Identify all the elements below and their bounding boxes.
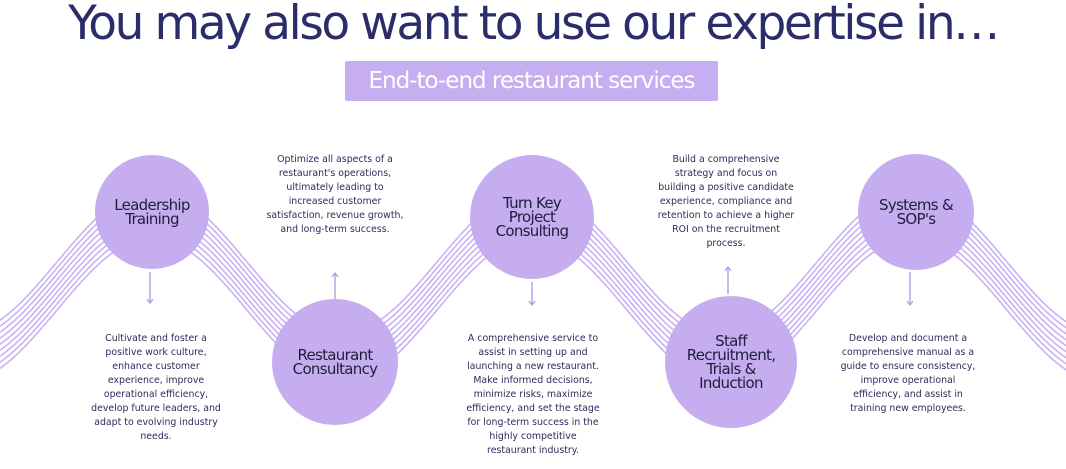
service-description-restaurant-consultancy: Optimize all aspects of a restaurant's o… [266, 154, 404, 235]
connector-arrows [146, 265, 914, 307]
service-circle-leadership-training: Leadership Training [95, 155, 209, 269]
subtitle-text: End-to-end restaurant services [368, 68, 695, 94]
connector-arrowhead [331, 271, 339, 278]
service-title-systems-sops: Systems & SOP's [879, 196, 954, 228]
service-circle-restaurant-consultancy: Restaurant Consultancy [272, 299, 398, 425]
service-description-leadership-training: Cultivate and foster a positive work cul… [91, 333, 221, 442]
connector-arrowhead [906, 300, 914, 307]
connector-arrowhead [724, 265, 732, 272]
service-circle-turn-key-project-consulting: Turn Key Project Consulting [470, 155, 594, 279]
service-title-restaurant-consultancy: Restaurant Consultancy [292, 346, 378, 378]
service-description-staff-recruitment: Build a comprehensive strategy and focus… [657, 154, 795, 249]
connector-arrowhead [146, 298, 154, 305]
service-title-leadership-training: Leadership Training [114, 196, 190, 228]
service-description-turn-key-project-consulting: A comprehensive service to assist in set… [466, 333, 600, 456]
service-title-turn-key-project-consulting: Turn Key Project Consulting [495, 194, 569, 240]
service-circle-systems-sops: Systems & SOP's [858, 154, 974, 270]
service-title-staff-recruitment: Staff Recruitment, Trials & Induction [686, 332, 776, 392]
page-title: You may also want to use our expertise i… [68, 0, 1000, 51]
subtitle-badge: End-to-end restaurant services [345, 61, 718, 101]
connector-arrowhead [528, 300, 536, 307]
service-circle-staff-recruitment: Staff Recruitment, Trials & Induction [665, 296, 797, 428]
service-description-systems-sops: Develop and document a comprehensive man… [840, 333, 976, 414]
